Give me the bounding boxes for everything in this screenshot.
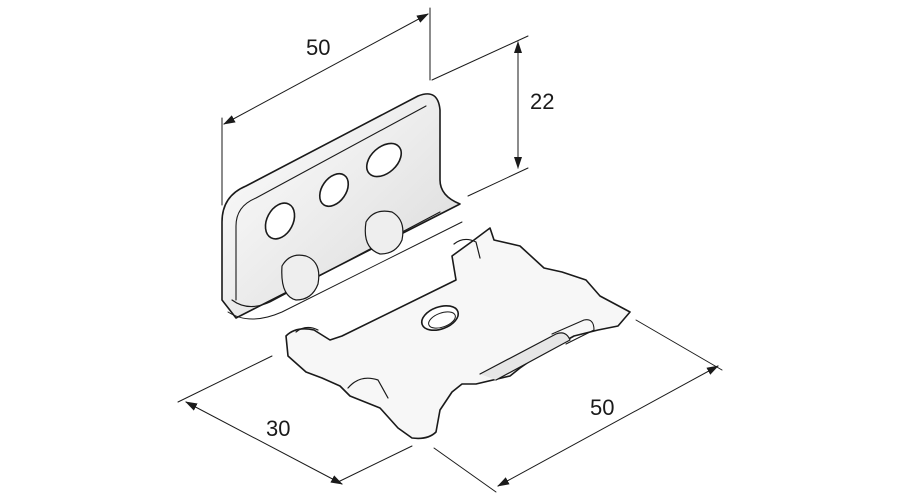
dimple xyxy=(364,210,404,255)
dimension-depth xyxy=(177,355,413,485)
dimension-top-width xyxy=(221,7,431,206)
base-hole-inner xyxy=(428,311,456,329)
dimension-label-depth: 30 xyxy=(266,416,291,441)
extension-line xyxy=(467,167,529,197)
extension-line xyxy=(635,319,723,371)
base-plate xyxy=(285,227,631,440)
dimple xyxy=(281,254,320,301)
dimension-line xyxy=(223,13,429,125)
dimension-height xyxy=(431,35,529,197)
dimension-base-width xyxy=(433,319,723,493)
extension-line xyxy=(337,445,413,483)
dimension-label-height: 22 xyxy=(530,89,555,114)
flange-holes xyxy=(264,142,403,240)
stiffening-dimples xyxy=(281,210,404,301)
extension-line xyxy=(433,447,497,493)
dimension-line xyxy=(497,365,719,487)
dimension-label-top-width: 50 xyxy=(306,35,331,60)
dimension-label-base-width: 50 xyxy=(590,395,615,420)
hole xyxy=(264,202,296,240)
extension-line xyxy=(431,35,529,81)
dimension-line xyxy=(185,401,343,485)
vertical-flange xyxy=(221,93,463,320)
hole xyxy=(318,172,350,208)
hole xyxy=(365,142,403,178)
extension-line xyxy=(177,355,273,403)
